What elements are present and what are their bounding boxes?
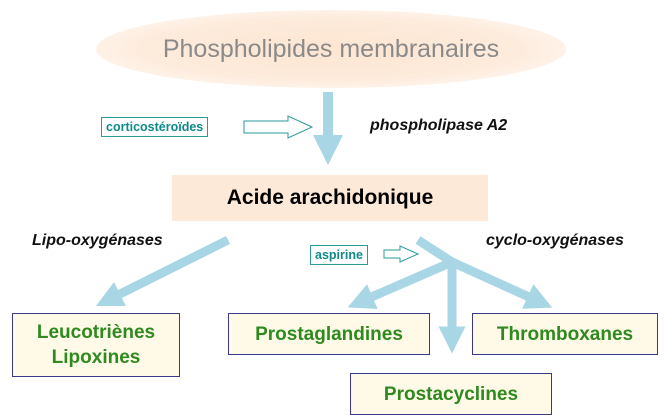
- node-prostaglandines: Prostaglandines: [228, 313, 430, 355]
- inhibitor-arrow-corticosteroides: [243, 115, 314, 139]
- node-leucotrienes-lipoxines: Leucotriènes Lipoxines: [12, 313, 180, 377]
- node-thromboxanes: Thromboxanes: [472, 313, 658, 355]
- node-acide-arachidonique: Acide arachidonique: [172, 175, 488, 221]
- arrow-cyclo-trunk: [415, 236, 455, 266]
- node-lipoxines: Lipoxines: [51, 347, 141, 368]
- inhibitor-arrow-aspirine: [383, 245, 420, 263]
- node-prostacyclines: Prostacyclines: [350, 373, 552, 415]
- enzyme-cyclo-oxygenases: cyclo-oxygénases: [486, 232, 624, 249]
- node-leucotrienes: Leucotriènes: [36, 322, 156, 343]
- arrow-lipo: [95, 235, 231, 307]
- inhibitor-corticosteroides: corticostéroïdes: [101, 117, 209, 137]
- arrow-to-prostaglandines: [347, 257, 454, 309]
- enzyme-phospholipase: phospholipase A2: [370, 117, 508, 134]
- arrow-to-thromboxanes: [450, 257, 553, 309]
- inhibitor-aspirine: aspirine: [310, 245, 368, 265]
- node-phospholipides: Phospholipides membranaires: [96, 10, 566, 88]
- enzyme-lipo-oxygenases: Lipo-oxygénases: [32, 232, 163, 249]
